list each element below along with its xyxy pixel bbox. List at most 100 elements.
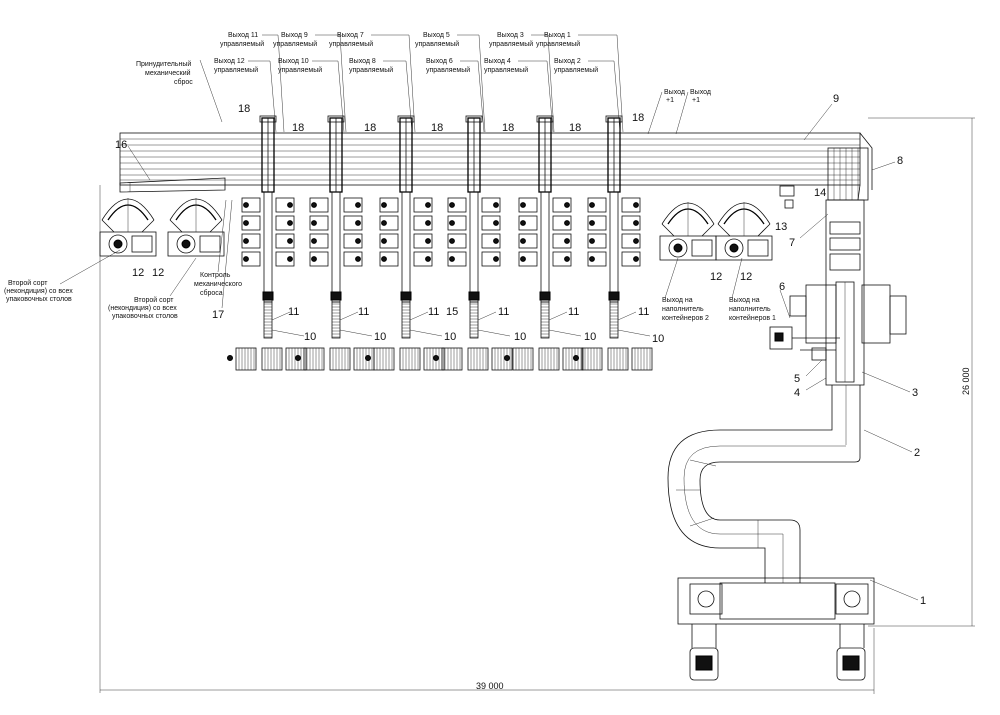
rotary-unit-1	[99, 198, 157, 257]
callout-11e: 11	[568, 306, 579, 318]
packing-stations	[227, 115, 653, 371]
callout-10c: 10	[444, 331, 456, 343]
callout-11a: 11	[288, 306, 299, 318]
callout-13: 13	[775, 221, 787, 233]
callout-18e: 18	[502, 122, 514, 134]
filler1-2: наполнитель	[729, 306, 771, 313]
callout-11c: 11	[428, 306, 439, 318]
callout-18g: 18	[632, 112, 644, 124]
output-name: Выход 3	[497, 32, 524, 39]
forced-reset-label-2: механический	[145, 69, 191, 77]
packing-station-3	[365, 115, 445, 371]
output-name: Выход 7	[337, 32, 364, 39]
callout-18a: 18	[238, 103, 250, 115]
packing-station-6	[573, 115, 653, 371]
output-mode: управляемый	[214, 66, 258, 74]
packing-station-4	[433, 115, 513, 371]
output-mode: управляемый	[554, 66, 598, 74]
rotary-unit-3	[659, 202, 717, 261]
callout-17: 17	[212, 309, 224, 321]
output-mode: управляемый	[273, 40, 317, 48]
callout-16: 16	[115, 139, 127, 151]
control-reset-2: механического	[194, 281, 242, 288]
callout-12d: 12	[740, 271, 752, 283]
second-grade-b-3: упаковочных столов	[112, 313, 178, 320]
control-reset-3: сброса	[200, 289, 223, 297]
exit-plus1-a-1: Выход	[664, 89, 685, 96]
second-grade-a-3: упаковочных столов	[6, 296, 72, 303]
control-reset-1: Контроль	[200, 272, 231, 279]
output-mode: управляемый	[349, 66, 393, 74]
main-conveyor	[119, 132, 873, 201]
filler2-2: наполнитель	[662, 306, 704, 313]
callout-12c: 12	[710, 271, 722, 283]
output-mode: управляемый	[489, 40, 533, 48]
output-name: Выход 12	[214, 58, 245, 65]
callout-10d: 10	[514, 331, 526, 343]
callout-12a: 12	[132, 267, 144, 279]
output-name: Выход 11	[228, 32, 258, 39]
dim-height: 26 000	[961, 367, 971, 395]
callout-12b: 12	[152, 267, 164, 279]
circular-units	[99, 198, 773, 261]
callout-8: 8	[897, 155, 903, 167]
rotary-unit-2	[167, 198, 225, 257]
callout-11b: 11	[358, 306, 369, 318]
callout-14: 14	[814, 187, 826, 199]
output-mode: управляемый	[536, 40, 580, 48]
output-mode: управляемый	[484, 66, 528, 74]
callout-3: 3	[912, 387, 918, 399]
output-mode: управляемый	[415, 40, 459, 48]
callout-10b: 10	[374, 331, 386, 343]
filler2-1: Выход на	[662, 297, 693, 304]
forced-reset-label-3: сброс	[174, 78, 193, 86]
callouts: 1 2 3 4 5 6 7 8 9 10 10 10 10 10 10 11 1…	[115, 93, 926, 607]
output-name: Выход 9	[281, 32, 308, 39]
callout-18b: 18	[292, 122, 304, 134]
packing-station-5	[504, 115, 584, 371]
output-mode: управляемый	[278, 66, 322, 74]
callout-10f: 10	[652, 333, 664, 345]
second-grade-a-2: (некондиция) со всех	[4, 288, 73, 295]
output-mode: управляемый	[220, 40, 264, 48]
output-name: Выход 2	[554, 58, 581, 65]
filler1-1: Выход на	[729, 297, 760, 304]
callout-9: 9	[833, 93, 839, 105]
callout-7: 7	[789, 237, 795, 249]
intake-station	[677, 577, 875, 681]
callout-1: 1	[920, 595, 926, 607]
sorter-block	[769, 185, 907, 386]
output-name: Выход 4	[484, 58, 511, 65]
text-labels: Принудительный механический сброс Выход …	[4, 59, 776, 322]
callout-6: 6	[779, 281, 785, 293]
callout-4: 4	[794, 387, 800, 399]
output-name: Выход 6	[426, 58, 453, 65]
output-name: Выход 8	[349, 58, 376, 65]
second-grade-b-2: (некондиция) со всех	[108, 305, 177, 312]
callout-15: 15	[446, 306, 458, 318]
callout-11d: 11	[498, 306, 509, 318]
exit-plus1-b-2: +1	[692, 97, 700, 104]
forced-reset-label-1: Принудительный	[136, 60, 191, 68]
filler2-3: контейнеров 2	[662, 314, 709, 322]
output-name: Выход 1	[544, 32, 571, 39]
second-grade-a-1: Второй сорт	[8, 279, 48, 287]
output-name: Выход 10	[278, 58, 309, 65]
dim-width: 39 000	[476, 681, 504, 691]
callout-2: 2	[914, 447, 920, 459]
callout-18d: 18	[431, 122, 443, 134]
callout-5: 5	[794, 373, 800, 385]
output-mode: управляемый	[329, 40, 373, 48]
callout-18c: 18	[364, 122, 376, 134]
